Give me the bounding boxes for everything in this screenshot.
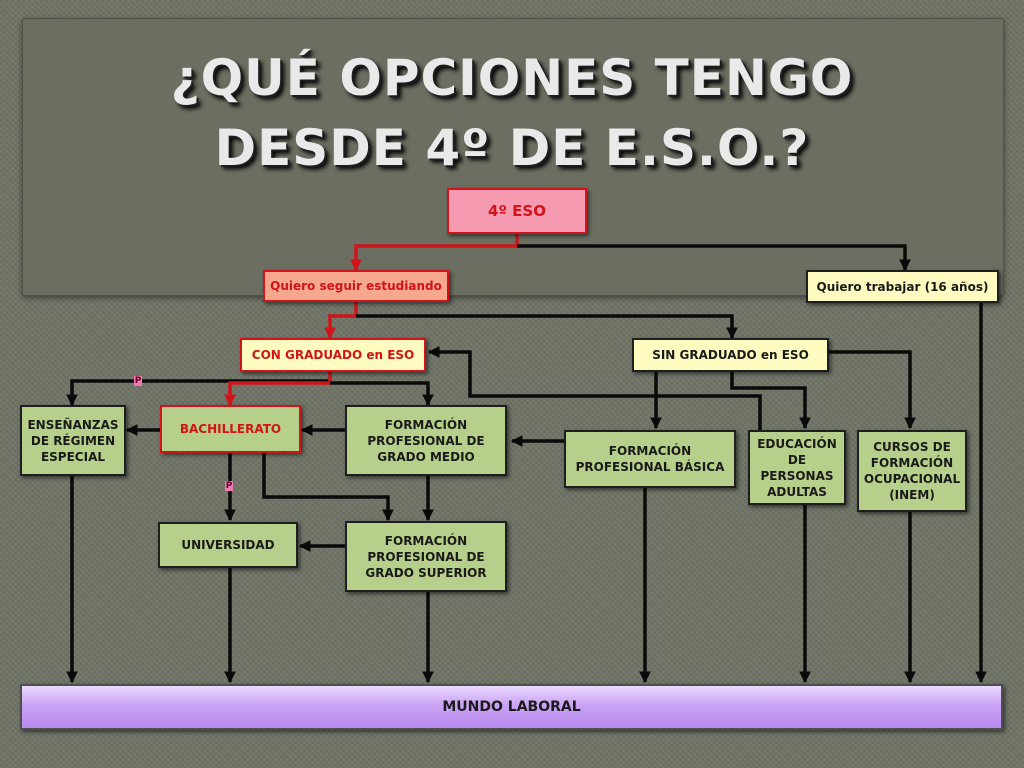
arrow-eso-to-seguir <box>350 234 519 272</box>
arrow-sin-to-cursos <box>828 350 916 430</box>
arrow-seguir-to-sin <box>356 314 738 340</box>
node-quiero-trabajar: Quiero trabajar (16 años) <box>806 270 999 303</box>
node-fp-basica: FORMACIÓN PROFESIONAL BÁSICA <box>564 430 736 488</box>
arrow-adultos-to-con <box>427 346 762 430</box>
arrow-con-to-bachillerato <box>224 371 332 407</box>
arrow-sin-to-adultos <box>730 372 811 430</box>
node-4-eso: 4º ESO <box>447 188 587 234</box>
page-title-line-2: DESDE 4º DE E.S.O.? <box>214 119 810 177</box>
page-title-line-1: ¿QUÉ OPCIONES TENGO <box>170 49 854 107</box>
node-ensenanzas-regimen-especial: ENSEÑANZAS DE RÉGIMEN ESPECIAL <box>20 405 126 476</box>
node-cursos-formacion-ocupacional: CURSOS DE FORMACIÓN OCUPACIONAL (INEM) <box>857 430 967 512</box>
p-marker-1: P <box>134 376 142 386</box>
node-fp-grado-superior: FORMACIÓN PROFESIONAL DE GRADO SUPERIOR <box>345 521 507 592</box>
node-mundo-laboral: MUNDO LABORAL <box>20 684 1003 730</box>
node-fp-grado-medio: FORMACIÓN PROFESIONAL DE GRADO MEDIO <box>345 405 507 476</box>
arrow-con-to-ensenanzas <box>66 379 330 407</box>
node-quiero-seguir-estudiando: Quiero seguir estudiando <box>263 270 449 302</box>
node-bachillerato: BACHILLERATO <box>160 405 301 453</box>
node-educacion-personas-adultas: EDUCACIÓN DE PERSONAS ADULTAS <box>748 430 846 505</box>
node-universidad: UNIVERSIDAD <box>158 522 298 568</box>
arrow-eso-to-trabajar <box>517 244 911 272</box>
arrow-con-to-fp-medio <box>330 381 434 407</box>
node-con-graduado-eso: CON GRADUADO en ESO <box>240 338 426 372</box>
arrow-seguir-to-con <box>324 301 358 340</box>
title-panel <box>22 18 1004 296</box>
node-sin-graduado-eso: SIN GRADUADO en ESO <box>632 338 829 372</box>
arrow-bachillerato-to-fp-superior <box>262 453 394 522</box>
p-marker-2: P <box>225 481 233 491</box>
